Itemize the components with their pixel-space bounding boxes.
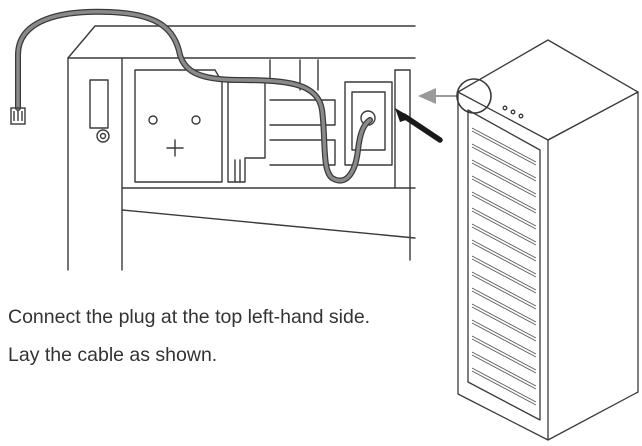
- hole-left: [148, 115, 158, 125]
- right-block: [227, 81, 266, 183]
- rail-upper: [269, 99, 336, 126]
- shelf-rack: [471, 287, 537, 326]
- shelf-rack: [471, 351, 537, 390]
- shelf-rack: [471, 175, 537, 214]
- shelf-rack: [471, 239, 537, 278]
- hole-right: [191, 115, 201, 125]
- shelf-rack: [471, 191, 537, 230]
- plug-connector: [10, 107, 26, 125]
- screw-hole-left: [96, 129, 110, 143]
- insert-arrow-icon: [395, 108, 443, 143]
- shelf-rack: [471, 127, 537, 166]
- left-bracket: [89, 79, 109, 129]
- housing-lower-shelf: [121, 187, 416, 239]
- caption-line-1: Connect the plug at the top left-hand si…: [8, 306, 371, 328]
- center-block: [134, 69, 223, 183]
- caption-line-2: Lay the cable as shown.: [8, 344, 218, 366]
- shelf-rack: [471, 319, 537, 358]
- shelf-rack: [471, 271, 537, 310]
- shelf-rack: [471, 159, 537, 198]
- highlight-circle: [456, 78, 492, 114]
- shelf-rack: [471, 335, 537, 374]
- cabinet-door-glass: [467, 109, 541, 421]
- housing-top-edge: [67, 25, 416, 271]
- detail-view: [67, 25, 416, 271]
- rail-lower: [269, 139, 336, 166]
- shelf-rack: [471, 223, 537, 262]
- detail-pointer-arrow-icon: [418, 88, 458, 104]
- cabinet-side: [547, 91, 639, 441]
- screw-cross: [166, 139, 184, 157]
- cabinet-top: [457, 39, 639, 141]
- cabinet-shelves: [471, 127, 537, 406]
- connector-housing: [344, 81, 393, 166]
- shelf-rack: [471, 255, 537, 294]
- shelf-rack: [471, 143, 537, 182]
- cable: [15, 8, 373, 184]
- shelf-rack: [471, 367, 537, 406]
- shelf-rack: [471, 207, 537, 246]
- appliance-cabinet: [456, 39, 639, 441]
- shelf-rack: [471, 303, 537, 342]
